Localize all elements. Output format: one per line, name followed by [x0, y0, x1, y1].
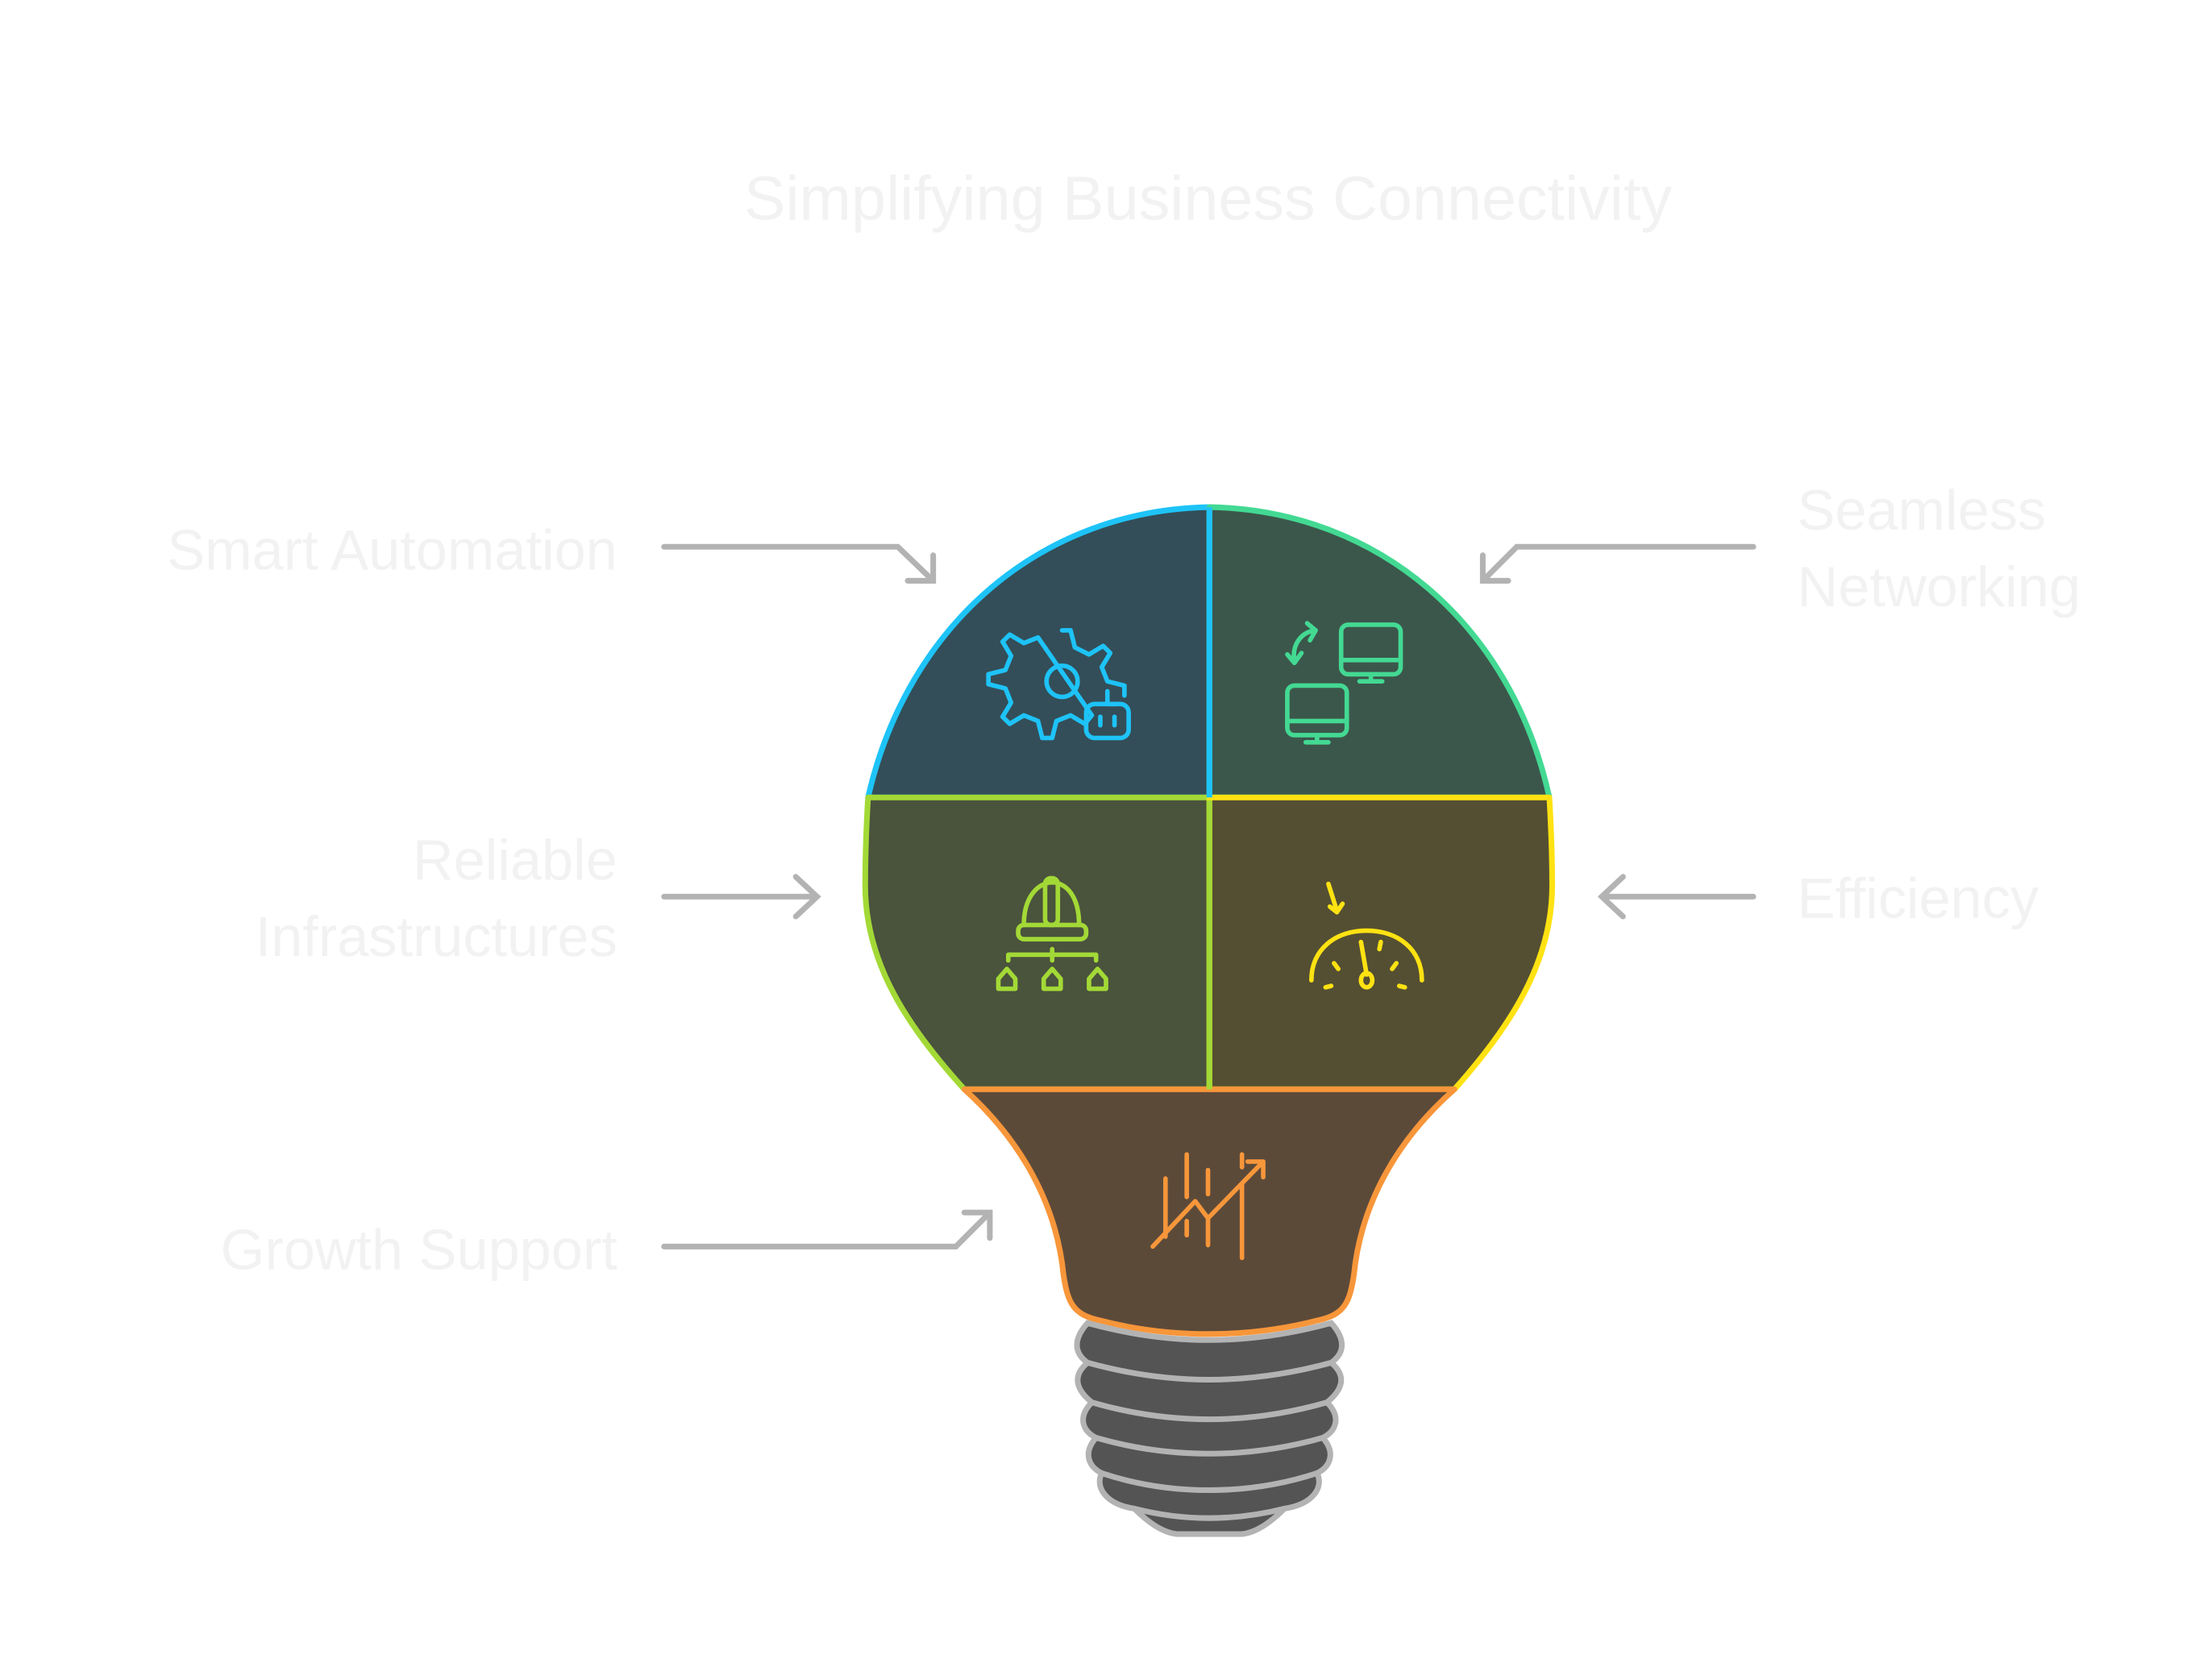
label-reliable-infrastructures-line2: Infrastructures — [256, 904, 617, 968]
label-seamless-networking-line1: Seamless — [1797, 478, 2046, 542]
arrow-efficiency — [1597, 874, 1757, 920]
label-efficiency: Efficiency — [1797, 867, 2038, 930]
speedometer-icon — [1308, 881, 1424, 990]
arrow-reliable-infrastructures — [661, 874, 821, 920]
label-seamless-networking-line2: Networking — [1797, 555, 2080, 618]
label-smart-automation: Smart Automation — [167, 518, 617, 581]
segment-reliable-infrastructures — [862, 794, 1212, 1092]
diagram-title: Simplifying Business Connectivity — [744, 164, 1673, 233]
gear-robot-icon — [986, 628, 1131, 741]
label-growth-support: Growth Support — [221, 1217, 617, 1281]
computers-exchange-icon — [1285, 621, 1403, 745]
arrow-seamless-networking — [1479, 543, 1757, 584]
arrow-smart-automation — [661, 543, 937, 584]
arrow-growth-support — [661, 1209, 993, 1250]
segment-growth-support — [961, 1086, 1457, 1337]
growth-chart-icon — [1150, 1152, 1266, 1261]
label-reliable-infrastructures-line1: Reliable — [413, 828, 617, 892]
segment-efficiency — [1206, 794, 1556, 1092]
segment-smart-automation — [865, 504, 1212, 800]
bulb-base — [1074, 1320, 1345, 1537]
segment-seamless-networking — [1206, 504, 1553, 800]
helmet-hierarchy-icon — [996, 875, 1108, 992]
